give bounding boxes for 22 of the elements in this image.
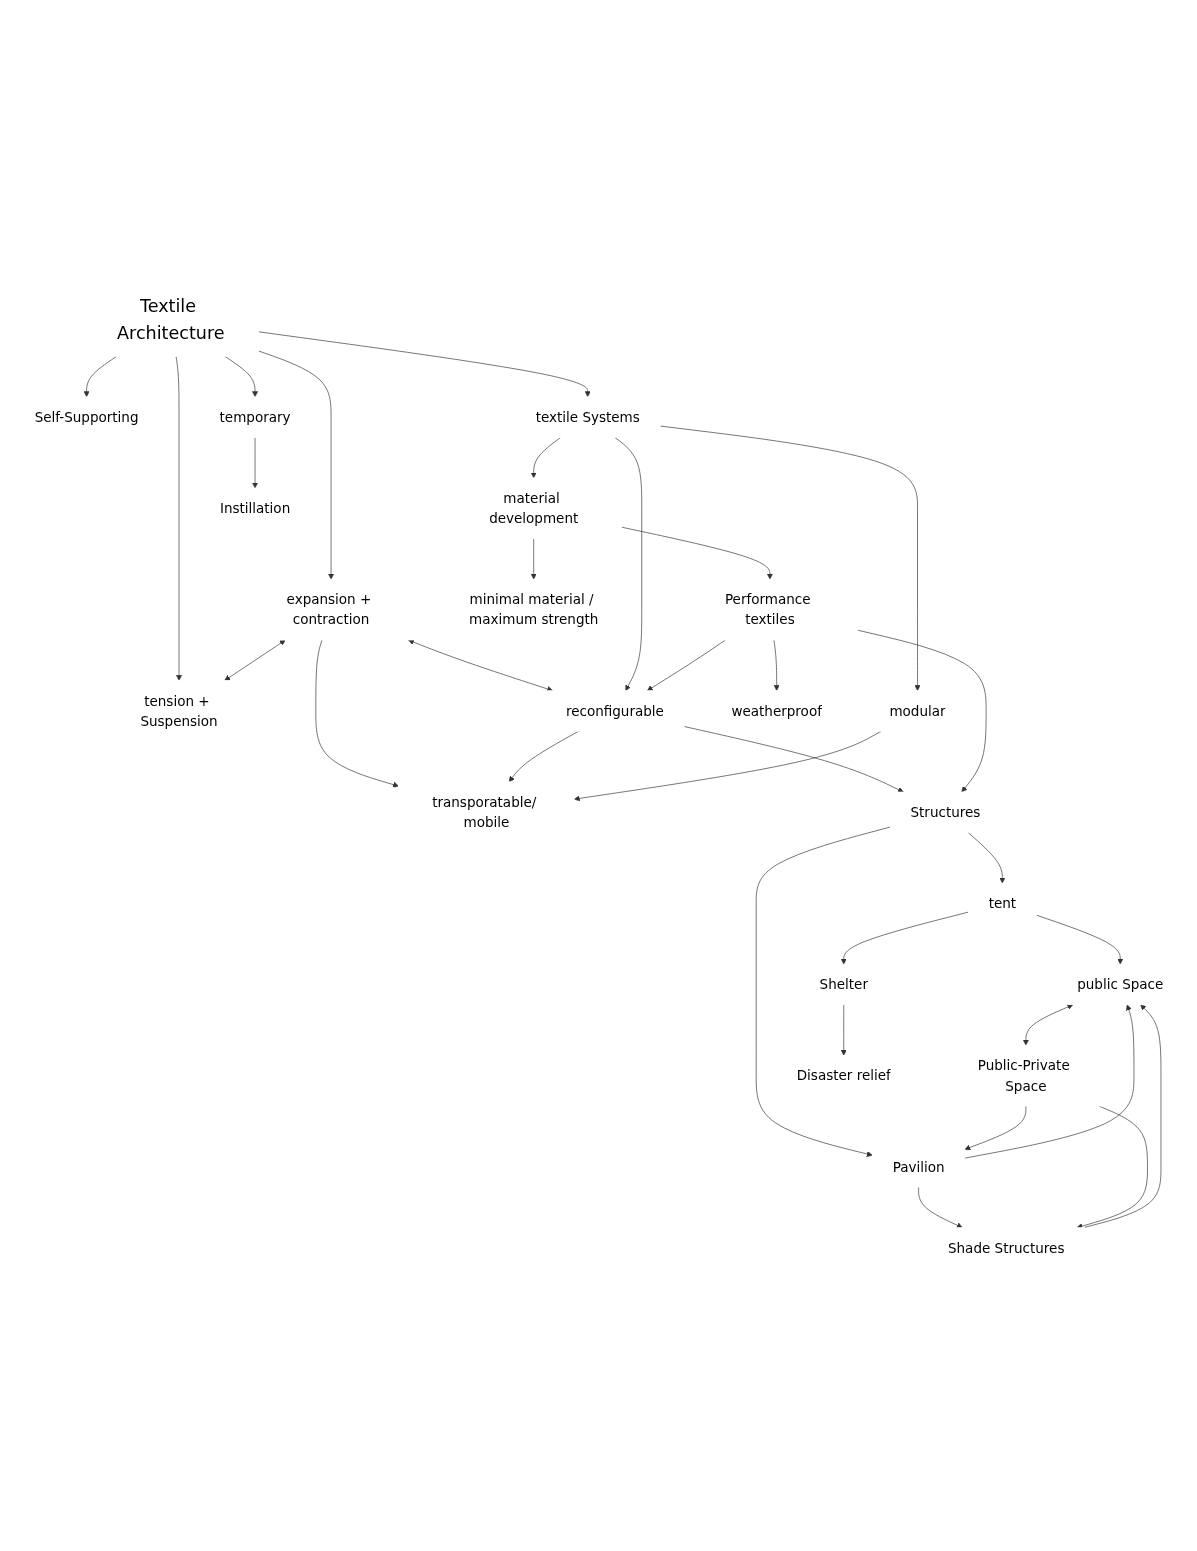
node-text: Shade Structures bbox=[947, 1239, 1064, 1256]
node-text: modular bbox=[888, 702, 946, 719]
node-text: public Space bbox=[1076, 976, 1163, 993]
node-text: Textile Architecture bbox=[116, 295, 225, 343]
node-text: tension + Suspension bbox=[139, 692, 218, 729]
node-text: reconfigurable bbox=[565, 702, 664, 719]
node-text: Public-Private Space bbox=[977, 1057, 1070, 1094]
node-text: Instillation bbox=[219, 499, 290, 517]
node-text: transporatable/ mobile bbox=[431, 793, 536, 831]
node-text: minimal material / maximum strength bbox=[468, 591, 598, 628]
node-text: Structures bbox=[909, 803, 980, 821]
node-text: Performance textiles bbox=[724, 591, 811, 628]
node-text: Self-Supporting bbox=[34, 408, 138, 425]
node-text: tent bbox=[988, 895, 1016, 912]
node-text: Disaster relief bbox=[796, 1067, 891, 1084]
node-text: Pavilion bbox=[892, 1158, 945, 1175]
node-text: expansion + contraction bbox=[286, 591, 371, 628]
node-text: weatherproof bbox=[730, 702, 822, 719]
node-text: material development bbox=[488, 489, 578, 527]
node-text: temporary bbox=[219, 408, 291, 425]
node-text: Shelter bbox=[819, 976, 868, 993]
node-text: textile Systems bbox=[535, 408, 640, 425]
